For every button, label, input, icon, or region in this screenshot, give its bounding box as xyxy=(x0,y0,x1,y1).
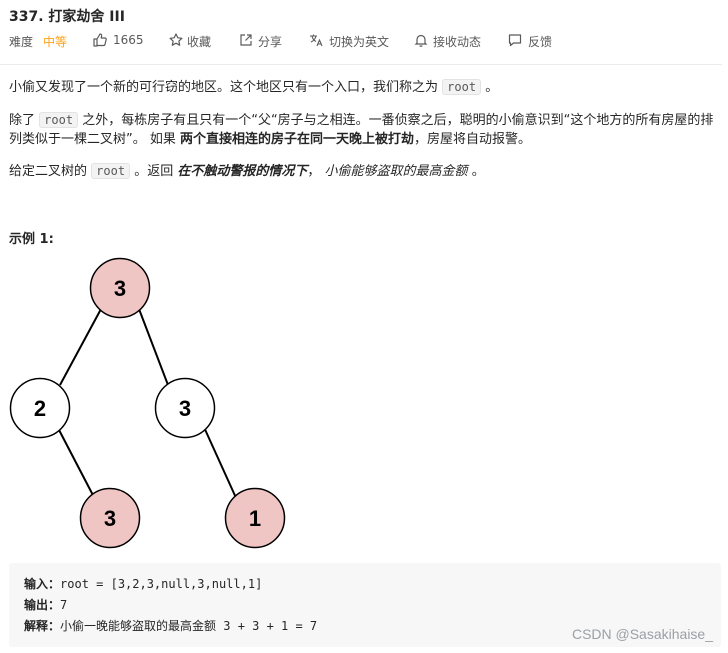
tree-node-left-right xyxy=(79,487,141,549)
tree-node-right-right xyxy=(224,487,286,549)
bold-condition: 两个直接相连的房子在同一天晚上被打劫 xyxy=(180,132,415,147)
tree-node-root xyxy=(89,257,151,319)
tree-node-value: 3 xyxy=(179,396,191,421)
tree-node-right xyxy=(154,377,216,439)
problem-title: 337. 打家劫舍 III xyxy=(9,9,125,25)
tree-node-value: 3 xyxy=(114,276,126,301)
tree-edge xyxy=(57,427,97,502)
watermark: CSDN @Sasakihaise_ xyxy=(571,626,713,642)
tree-node-value: 2 xyxy=(34,396,46,421)
description-paragraph-3: 给定二叉树的 root 。返回 在不触动警报的情况下， 小偷能够盗取的最高金额 … xyxy=(9,163,485,179)
description-paragraph-2: 除了 root 之外，每栋房子有且只有一个“父“房子与之相连。一番侦察之后，聪明… xyxy=(9,112,714,147)
code-root: root xyxy=(442,79,482,95)
share-button[interactable]: 分享 xyxy=(258,35,283,49)
code-root: root xyxy=(91,163,131,179)
translate-button[interactable]: 切换为英文 xyxy=(329,35,390,49)
star-icon[interactable] xyxy=(168,32,184,48)
difficulty-label: 难度 xyxy=(9,35,34,49)
feedback-button[interactable]: 反馈 xyxy=(528,35,553,49)
example-input: 输入：root = [3,2,3,null,3,null,1] xyxy=(24,577,263,591)
tree-node-value: 1 xyxy=(249,506,261,531)
header-divider xyxy=(0,64,722,65)
example-io-block: 输入：root = [3,2,3,null,3,null,1] 输出：7 解释：… xyxy=(9,563,721,647)
bell-icon[interactable] xyxy=(413,32,429,48)
example-title: 示例 1: xyxy=(9,232,54,247)
code-root: root xyxy=(39,112,79,128)
share-icon[interactable] xyxy=(238,32,254,48)
tree-node-left xyxy=(9,377,71,439)
like-count[interactable]: 1665 xyxy=(113,33,144,47)
example-output: 输出：7 xyxy=(24,598,68,612)
description-paragraph-1: 小偷又发现了一个新的可行窃的地区。这个地区只有一个入口，我们称之为 root 。 xyxy=(9,79,499,95)
tree-edge xyxy=(202,424,238,501)
tree-edge xyxy=(59,308,102,386)
example-explanation: 解释：小偷一晚能够盗取的最高金额 3 + 3 + 1 = 7 xyxy=(24,619,318,633)
feedback-icon[interactable] xyxy=(507,32,523,48)
tree-node-value: 3 xyxy=(104,506,116,531)
binary-tree-diagram: 3 2 3 3 1 xyxy=(9,257,286,549)
notify-button[interactable]: 接收动态 xyxy=(433,35,482,49)
tree-edge xyxy=(138,308,169,386)
favorite-button[interactable]: 收藏 xyxy=(187,35,212,49)
translate-icon[interactable] xyxy=(308,32,324,48)
thumbs-up-icon[interactable] xyxy=(92,32,108,48)
difficulty-value: 中等 xyxy=(43,35,68,49)
